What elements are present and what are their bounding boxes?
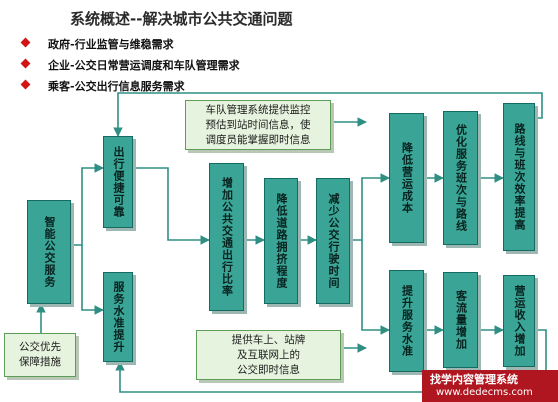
improve-service-node: 提升服务水准 xyxy=(389,270,424,372)
optimize-routes-node: 优化服务班次与路线 xyxy=(443,111,478,245)
watermark-line: 找学内容管理系统 xyxy=(430,373,518,386)
requirement-text: 企业-公交日常营运调度和车队管理需求 xyxy=(48,59,240,72)
fleet-monitoring-note: 车队管理系统提供监控 预估到站时间信息，使 调度员能掌握即时信息 xyxy=(185,100,331,150)
node-label: 路线与班次效率提高 xyxy=(513,123,527,231)
node-label: 提升服务水准 xyxy=(400,285,414,357)
watermark-logo: 找学内容管理系统 www.dedecms.com xyxy=(422,370,558,402)
note-line: 公交即时信息 xyxy=(237,363,300,376)
node-label: 出行便捷可靠 xyxy=(112,146,126,218)
convenient-travel-node: 出行便捷可靠 xyxy=(103,136,133,228)
requirement-text: 政府-行业监管与维稳需求 xyxy=(48,38,174,51)
page-title: 系统概述--解决城市公共交通问题 xyxy=(70,10,293,28)
route-efficiency-node: 路线与班次效率提高 xyxy=(503,103,535,251)
node-label: 增加公共交通出行比率 xyxy=(220,177,234,297)
node-label: 服务水准提升 xyxy=(112,281,126,353)
smart-transit-service-node: 智能公交服务 xyxy=(27,200,71,304)
node-label: 营运收入增加 xyxy=(513,285,527,357)
increase-share-node: 增加公共交通出行比率 xyxy=(209,163,244,311)
note-line: 调度员能掌握即时信息 xyxy=(205,133,311,146)
note-line: 提供车上、站牌 xyxy=(231,333,306,346)
reduce-congestion-node: 降低道路拥挤程度 xyxy=(264,178,298,304)
node-label: 客流量增加 xyxy=(454,290,468,350)
node-label: 减少公交行驶时间 xyxy=(327,193,341,289)
node-label: 降低道路拥挤程度 xyxy=(275,193,289,289)
note-line: 车队管理系统提供监控 xyxy=(205,103,311,116)
node-label: 智能公交服务 xyxy=(43,216,57,288)
node-label-line: 保障措施 xyxy=(19,356,61,368)
priority-measures-node: 公交优先 保障措施 xyxy=(4,333,76,377)
reduce-travel-time-node: 减少公交行驶时间 xyxy=(316,178,350,304)
requirement-text: 乘客-公交出行信息服务需求 xyxy=(48,80,185,93)
watermark-url: www.dedecms.com xyxy=(436,387,533,398)
reduce-cost-node: 降低营运成本 xyxy=(389,113,424,243)
node-label: 优化服务班次与路线 xyxy=(454,124,468,232)
realtime-info-note: 提供车上、站牌 及互联网上的 公交即时信息 xyxy=(196,330,341,380)
node-label: 降低营运成本 xyxy=(400,142,414,214)
node-label-line: 公交优先 xyxy=(19,341,61,353)
passenger-increase-node: 客流量增加 xyxy=(443,272,478,368)
revenue-increase-node: 营运收入增加 xyxy=(503,275,535,367)
note-line: 及互联网上的 xyxy=(237,348,300,361)
service-level-node: 服务水准提升 xyxy=(103,272,133,362)
note-line: 预估到站时间信息，使 xyxy=(205,118,311,131)
